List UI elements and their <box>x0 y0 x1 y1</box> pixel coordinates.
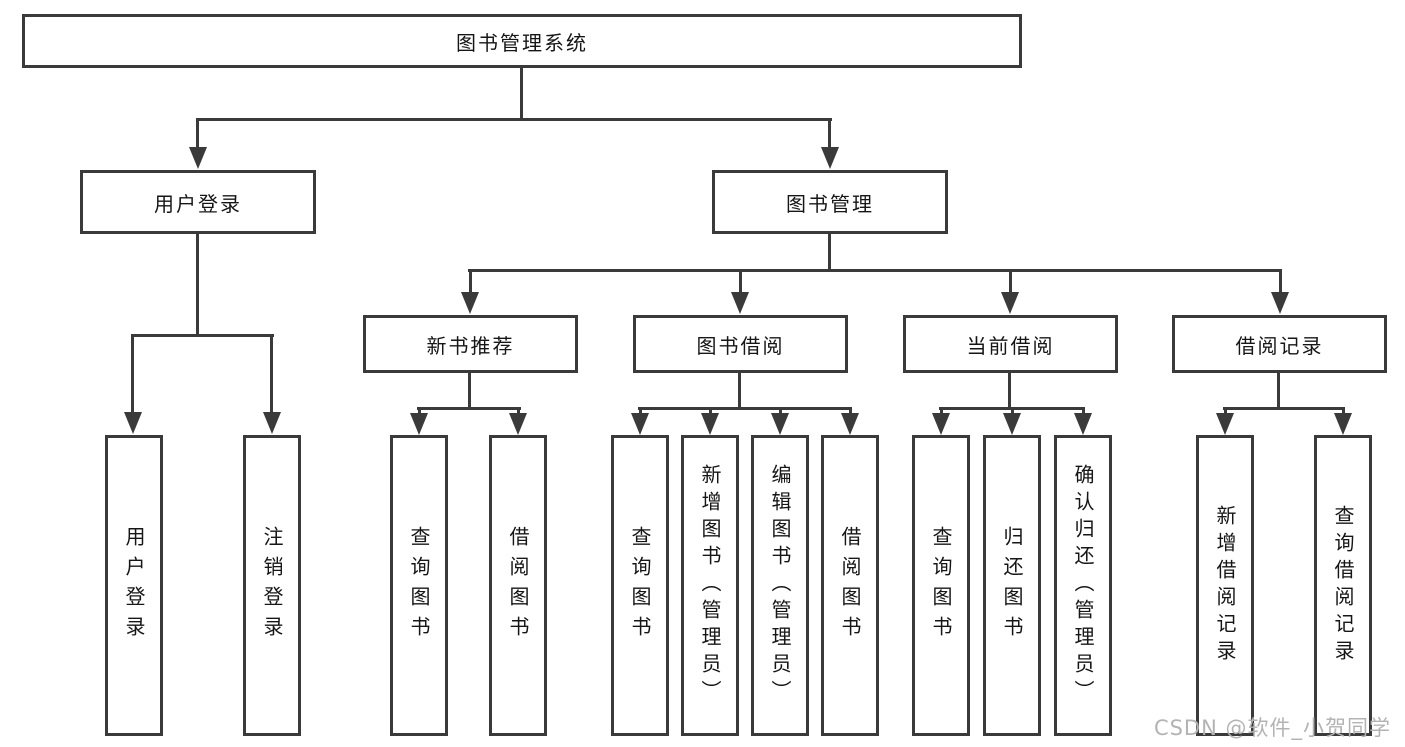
connector-records-drop-2 <box>1342 407 1345 415</box>
node-book-management: 图书管理 <box>712 170 948 234</box>
leaf-borrow-books-recommend: 借阅图书 <box>489 435 547 736</box>
connector-root-bar <box>196 118 832 121</box>
arrow-down-icon <box>461 292 479 314</box>
leaf-add-borrow-record: 新增借阅记录 <box>1196 435 1254 736</box>
connector-root-drop-right <box>828 118 831 149</box>
connector-bookmgmt-stem <box>828 234 831 272</box>
arrow-down-icon <box>701 413 719 435</box>
arrow-down-icon <box>821 147 839 169</box>
leaf-query-books-recommend: 查询图书 <box>390 435 448 736</box>
arrow-down-icon <box>189 147 207 169</box>
connector-userlogin-stem <box>196 234 199 337</box>
leaf-user-login: 用户登录 <box>105 435 163 736</box>
arrow-down-icon <box>1271 292 1289 314</box>
arrow-down-icon <box>1074 413 1092 435</box>
leaf-query-books-current: 查询图书 <box>912 435 970 736</box>
connector-bookmgmt-drop-4 <box>1279 269 1282 293</box>
arrow-down-icon <box>410 413 428 435</box>
leaf-query-borrow-record: 查询借阅记录 <box>1314 435 1372 736</box>
connector-borrowing-drop-2 <box>709 407 712 415</box>
node-book-borrowing: 图书借阅 <box>633 315 848 373</box>
connector-userlogin-bar <box>131 334 274 337</box>
arrow-down-icon <box>1003 413 1021 435</box>
arrow-down-icon <box>1216 413 1234 435</box>
arrow-down-icon <box>509 413 527 435</box>
arrow-down-icon <box>841 413 859 435</box>
connector-bookmgmt-drop-1 <box>469 269 472 293</box>
arrow-down-icon <box>1001 292 1019 314</box>
connector-userlogin-drop-right <box>270 334 273 413</box>
arrow-down-icon <box>932 413 950 435</box>
connector-userlogin-drop-left <box>131 334 134 413</box>
connector-borrowing-drop-1 <box>639 407 642 415</box>
connector-current-drop-2 <box>1011 407 1014 415</box>
arrow-down-icon <box>124 412 142 434</box>
node-current-borrowing: 当前借阅 <box>903 315 1118 373</box>
arrow-down-icon <box>263 412 281 434</box>
connector-current-drop-3 <box>1082 407 1085 415</box>
leaf-confirm-return-admin: 确认归还（管理员） <box>1054 435 1112 736</box>
connector-current-stem <box>1008 373 1011 410</box>
node-user-login: 用户登录 <box>80 170 316 234</box>
arrow-down-icon <box>631 413 649 435</box>
connector-recommend-drop-1 <box>418 407 421 415</box>
connector-borrowing-stem <box>738 373 741 410</box>
node-new-book-recommendation: 新书推荐 <box>363 315 578 373</box>
connector-borrowing-bar <box>638 407 852 410</box>
leaf-logout-login: 注销登录 <box>243 435 301 736</box>
connector-root-drop-left <box>196 118 199 149</box>
connector-current-drop-1 <box>940 407 943 415</box>
arrow-down-icon <box>771 413 789 435</box>
connector-root-stem <box>520 68 523 121</box>
connector-borrowing-drop-4 <box>849 407 852 415</box>
node-borrowing-records: 借阅记录 <box>1172 315 1387 373</box>
connector-recommend-bar <box>417 407 521 410</box>
connector-bookmgmt-bar <box>468 269 1282 272</box>
connector-recommend-stem <box>468 373 471 410</box>
leaf-edit-book-admin: 编辑图书（管理员） <box>751 435 809 736</box>
connector-records-bar <box>1223 407 1345 410</box>
connector-records-drop-1 <box>1224 407 1227 415</box>
arrow-down-icon <box>1334 413 1352 435</box>
connector-borrowing-drop-3 <box>779 407 782 415</box>
leaf-return-books: 归还图书 <box>983 435 1041 736</box>
connector-bookmgmt-drop-3 <box>1009 269 1012 293</box>
leaf-borrow-books-borrowing: 借阅图书 <box>821 435 879 736</box>
connector-records-stem <box>1277 373 1280 410</box>
watermark: CSDN @软件_小贺同学 <box>1153 716 1391 740</box>
node-library-management-system: 图书管理系统 <box>22 14 1022 68</box>
arrow-down-icon <box>731 292 749 314</box>
leaf-add-book-admin: 新增图书（管理员） <box>681 435 739 736</box>
connector-recommend-drop-2 <box>517 407 520 415</box>
connector-bookmgmt-drop-2 <box>739 269 742 293</box>
leaf-query-books-borrowing: 查询图书 <box>611 435 669 736</box>
